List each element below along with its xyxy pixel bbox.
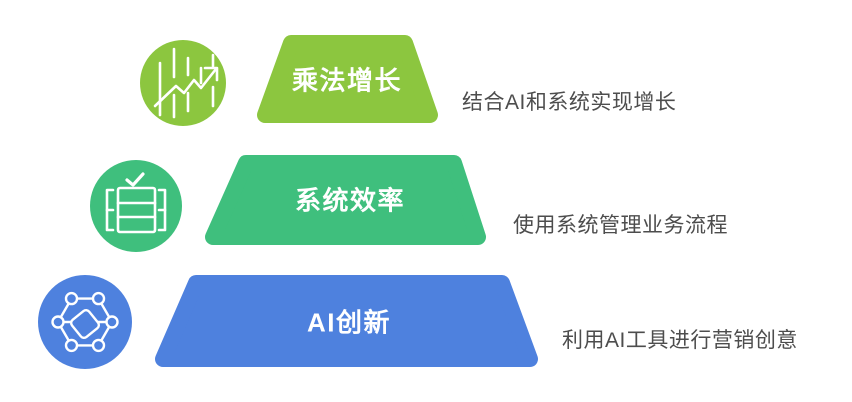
level-description-middle: 使用系统管理业务流程 [513, 214, 728, 237]
pyramid-level-bottom-shape [155, 275, 538, 367]
system-icon-glyph [105, 172, 167, 234]
level-label-top: 乘法增长 [291, 65, 403, 96]
pyramid-level-top-shape [257, 35, 438, 123]
level-description-top: 结合AI和系统实现增长 [462, 91, 677, 114]
growth-chart-icon [140, 40, 226, 126]
level-label-middle: 系统效率 [294, 185, 406, 216]
ai-network-icon [38, 275, 132, 369]
ai-icon-glyph [51, 291, 119, 353]
system-icon-circle [90, 160, 182, 252]
growth-icon-glyph [153, 47, 219, 119]
level-label-bottom: AI创新 [306, 307, 392, 338]
pyramid-level-middle-shape [205, 155, 486, 245]
level-description-bottom: 利用AI工具进行营销创意 [562, 329, 798, 352]
system-check-icon [90, 160, 182, 252]
growth-icon-circle [140, 40, 226, 126]
